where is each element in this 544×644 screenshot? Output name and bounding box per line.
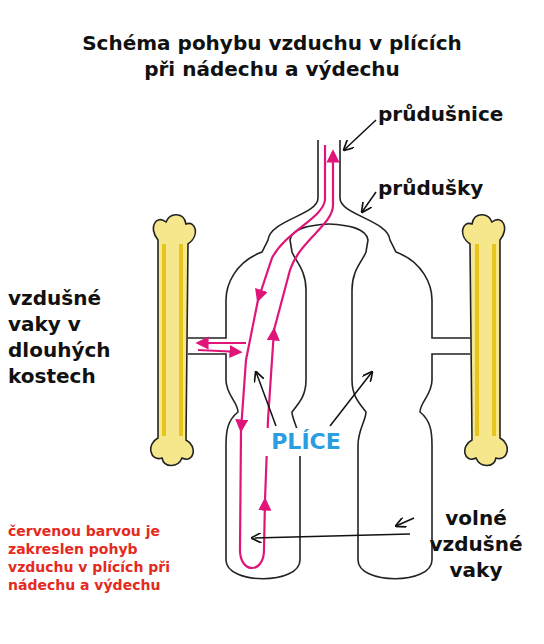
- part-label: průdušnice: [378, 102, 538, 127]
- part-label: PLÍCE: [262, 428, 350, 456]
- note: červenou barvou je zakreslen pohyb vzduc…: [8, 522, 204, 594]
- part-label: vzdušné vaky v dlouhých kostech: [8, 285, 148, 389]
- air-flow: [198, 145, 333, 568]
- diagram-title: Schéma pohybu vzduchu v plících při náde…: [67, 30, 477, 82]
- lung-half: [151, 140, 329, 579]
- lung-and-sacs-outline: [188, 140, 329, 579]
- part-label: volné vzdušné vaky: [414, 505, 538, 583]
- part-label: průdušky: [378, 176, 528, 201]
- bone: [151, 215, 196, 466]
- bone-edge: [164, 244, 181, 436]
